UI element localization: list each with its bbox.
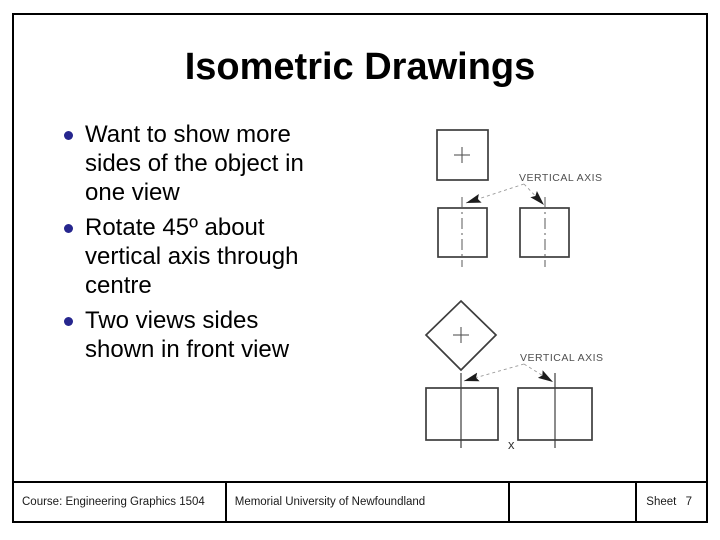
footer-course-cell: Course: Engineering Graphics 1504 <box>14 483 225 521</box>
footer-sheet-cell: Sheet 7 <box>635 483 706 521</box>
list-item: Two views sides shown in front view <box>64 306 332 364</box>
sheet-label: Sheet <box>646 496 677 508</box>
bullet-icon <box>64 131 73 140</box>
bullet-icon <box>64 224 73 233</box>
bullet-text: Want to show more sides of the object in… <box>85 121 304 206</box>
bullet-text: Two views sides shown in front view <box>85 307 290 363</box>
list-item: Want to show more sides of the object in… <box>64 120 332 207</box>
footer-table: Course: Engineering Graphics 1504 Memori… <box>12 481 708 523</box>
list-item: Rotate 45º about vertical axis through c… <box>64 213 332 300</box>
sheet-number: 7 <box>685 496 693 508</box>
bullet-list: Want to show more sides of the object in… <box>64 120 332 370</box>
page-title: Isometric Drawings <box>184 46 536 88</box>
bullet-icon <box>64 317 73 326</box>
course-label: Course: Engineering Graphics 1504 <box>22 496 205 508</box>
institution-label: Memorial University of Newfoundland <box>234 496 426 508</box>
bullet-text: Rotate 45º about vertical axis through c… <box>85 214 299 299</box>
footer-empty-cell <box>508 483 635 521</box>
footer-institution-cell: Memorial University of Newfoundland <box>224 483 508 521</box>
